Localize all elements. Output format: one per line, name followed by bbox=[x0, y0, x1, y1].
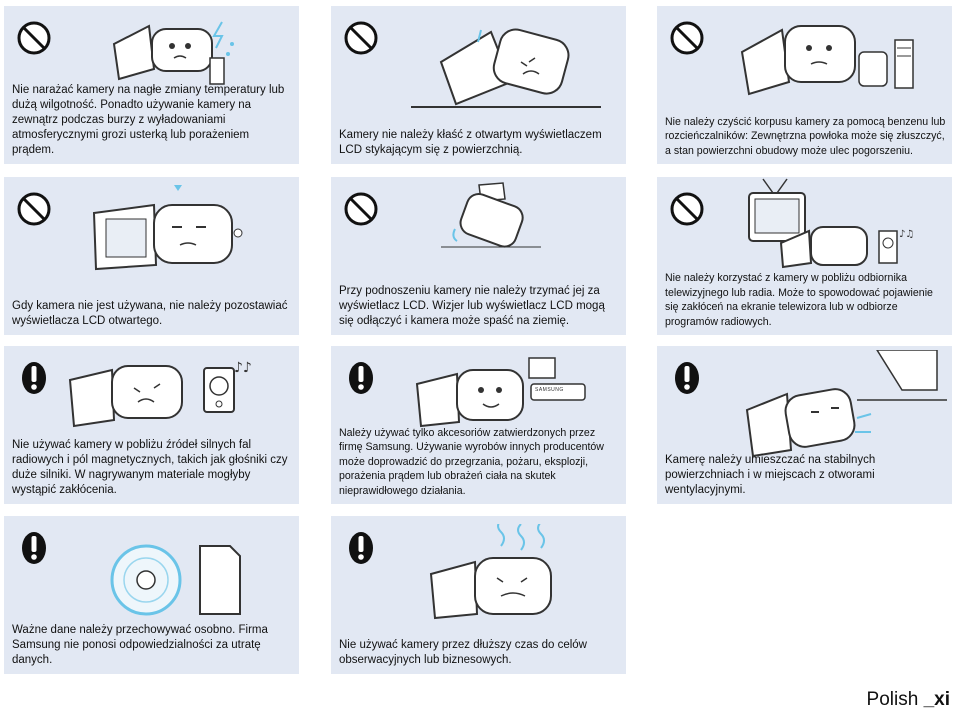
caption: Nie narażać kamery na nagłe zmiany tempe… bbox=[12, 84, 285, 156]
disc-and-memory-card-illustration bbox=[110, 544, 241, 616]
prohibition-sign-icon bbox=[344, 21, 378, 55]
caption: Należy używać tylko akcesoriów zatwierdz… bbox=[339, 426, 604, 497]
caption: Nie należy korzystać z kamery w pobliżu … bbox=[665, 272, 933, 328]
footer-language: Polish bbox=[866, 689, 919, 710]
camcorder-stable-surface-illustration bbox=[745, 350, 947, 458]
caption: Nie używać kamery w pobliżu źródeł silny… bbox=[12, 439, 288, 496]
caption: Gdy kamera nie jest używana, nie należy … bbox=[12, 300, 288, 327]
caption: Przy podnoszeniu kamery nie należy trzym… bbox=[339, 285, 605, 327]
caution-panel-radio-waves: ♪♪ Nie używać kamery w pobliżu źródeł si… bbox=[4, 346, 299, 504]
camcorder-lcd-down-illustration bbox=[411, 28, 601, 108]
prohibition-sign-icon bbox=[17, 192, 51, 226]
warning-panel-lcd-open: Gdy kamera nie jest używana, nie należy … bbox=[4, 177, 299, 335]
warning-panel-benzene: Nie należy czyścić korpusu kamery za pom… bbox=[657, 6, 952, 164]
camcorder-overheated-illustration bbox=[429, 524, 552, 620]
caution-panel-accessories: SAMSUNG Należy używać tylko akcesoriów z… bbox=[331, 346, 626, 504]
camcorder-benzene-illustration bbox=[740, 25, 914, 96]
svg-text:♪♫: ♪♫ bbox=[899, 229, 914, 240]
warning-panel-lcd-down: Kamery nie należy kłaść z otwartym wyświ… bbox=[331, 6, 626, 164]
caution-panel-long-use: Nie używać kamery przez dłuższy czas do … bbox=[331, 516, 626, 674]
prohibition-sign-icon bbox=[17, 21, 51, 55]
exclamation-caution-icon bbox=[349, 532, 373, 564]
prohibition-sign-icon bbox=[670, 192, 704, 226]
page-footer: Polish _xi bbox=[867, 689, 950, 711]
warning-panel-tv: ♪♫ Nie należy korzystać z kamery w pobli… bbox=[657, 177, 952, 335]
warning-panel-temperature: Nie narażać kamery na nagłe zmiany tempe… bbox=[4, 6, 299, 164]
samsung-label: SAMSUNG bbox=[535, 387, 564, 393]
exclamation-caution-icon bbox=[675, 362, 699, 394]
exclamation-caution-icon bbox=[349, 362, 373, 394]
caption: Kamery nie należy kłaść z otwartym wyświ… bbox=[339, 129, 602, 156]
caption: Nie używać kamery przez dłuższy czas do … bbox=[339, 639, 587, 666]
prohibition-sign-icon bbox=[344, 192, 378, 226]
caption: Kamerę należy umieszczać na stabilnych p… bbox=[665, 454, 876, 496]
camcorder-held-by-lcd-illustration bbox=[441, 182, 541, 248]
prohibition-sign-icon bbox=[670, 21, 704, 55]
camcorder-speaker-illustration: ♪♪ bbox=[68, 360, 252, 428]
caution-panel-backup-data: Ważne dane należy przechowywać osobno. F… bbox=[4, 516, 299, 674]
caption: Nie należy czyścić korpusu kamery za pom… bbox=[665, 115, 946, 157]
svg-text:♪♪: ♪♪ bbox=[234, 360, 252, 376]
page-number: _xi bbox=[923, 689, 950, 710]
warning-panel-lift-by-lcd: Przy podnoszeniu kamery nie należy trzym… bbox=[331, 177, 626, 335]
exclamation-caution-icon bbox=[22, 362, 46, 394]
caption: Ważne dane należy przechowywać osobno. F… bbox=[12, 624, 268, 666]
camcorder-rain-lightning-illustration bbox=[112, 21, 234, 85]
camcorder-accessories-illustration bbox=[415, 357, 586, 428]
exclamation-caution-icon bbox=[22, 532, 46, 564]
camcorder-near-tv-illustration: ♪♫ bbox=[748, 178, 914, 269]
camcorder-lcd-open-illustration bbox=[92, 185, 243, 271]
caution-panel-stable-surface: Kamerę należy umieszczać na stabilnych p… bbox=[657, 346, 952, 504]
